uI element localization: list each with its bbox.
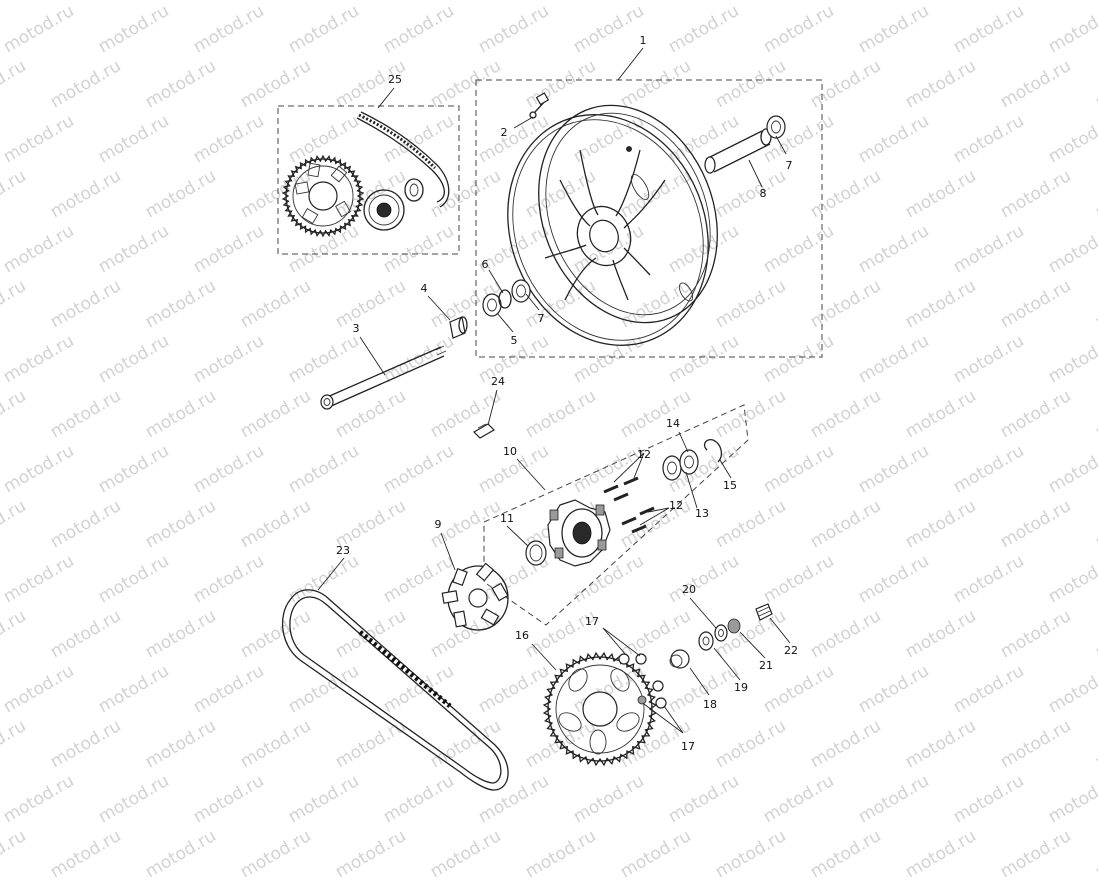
watermark-text: motod.ru <box>332 826 410 882</box>
bearing-carrier-part <box>662 438 723 481</box>
rear-wheel <box>507 104 718 346</box>
callout-1: 1 <box>639 34 647 47</box>
watermark-text: motod.ru <box>47 826 125 882</box>
watermark-text: motod.ru <box>997 826 1075 882</box>
callout-3: 3 <box>352 322 360 335</box>
callout-25: 25 <box>388 73 402 86</box>
kit-front-sprocket <box>363 189 405 231</box>
callout-8: 8 <box>759 187 767 200</box>
cush-rubbers-part <box>441 562 509 631</box>
callout-17-lower: 17 <box>681 740 695 753</box>
leader-lines <box>317 47 791 734</box>
group-box-chain-kit <box>277 105 460 255</box>
callout-6: 6 <box>481 258 489 271</box>
callout-20: 20 <box>682 583 696 596</box>
kit-chain <box>356 111 450 208</box>
callout-22: 22 <box>784 644 798 657</box>
kit-rear-sprocket <box>281 154 365 238</box>
carrier-ring-part <box>525 540 547 566</box>
watermark-text: motod.ru <box>522 826 600 882</box>
watermark-text: motod.ru <box>142 826 220 882</box>
watermark-text: motod.ru <box>902 826 980 882</box>
callout-7-left: 7 <box>537 312 545 325</box>
callout-19: 19 <box>734 681 748 694</box>
watermark-text: motod.ru <box>237 826 315 882</box>
watermark-text: motod.ru <box>0 826 30 882</box>
watermark-text: motod.ru <box>617 826 695 882</box>
bearing-right-part <box>766 115 786 139</box>
callout-15: 15 <box>723 479 737 492</box>
watermark-text: motod.ru <box>427 826 505 882</box>
callout-18: 18 <box>703 698 717 711</box>
group-box-wheel <box>475 79 823 358</box>
studs-part <box>603 476 655 534</box>
callout-14: 14 <box>666 417 680 430</box>
nut-21-part <box>727 618 741 634</box>
callout-7-right: 7 <box>785 159 793 172</box>
callout-21: 21 <box>759 659 773 672</box>
callout-17-upper: 17 <box>585 615 599 628</box>
callout-13: 13 <box>695 507 709 520</box>
sprocket-nuts-part <box>618 653 667 709</box>
watermark-text: motod.ru <box>1092 826 1098 882</box>
callout-24: 24 <box>491 375 505 388</box>
drive-chain-part <box>281 589 509 791</box>
kit-washer <box>404 178 424 202</box>
axle-part <box>320 345 447 410</box>
exploded-view-drawing <box>277 47 823 791</box>
sprocket-carrier-part <box>547 499 611 567</box>
callout-12-upper: 12 <box>637 448 651 461</box>
clip-part <box>473 423 495 439</box>
callout-12-lower: 12 <box>669 499 683 512</box>
callout-11: 11 <box>500 512 514 525</box>
rear-sprocket-part <box>542 651 658 767</box>
watermark-text: motod.ru <box>807 826 885 882</box>
axle-spacer-part <box>449 316 468 339</box>
callout-2: 2 <box>500 126 508 139</box>
callout-5: 5 <box>510 334 518 347</box>
washer-20-part <box>714 624 728 642</box>
callout-9: 9 <box>434 518 442 531</box>
callout-4: 4 <box>420 282 428 295</box>
callout-10: 10 <box>503 445 517 458</box>
bearing-left-parts <box>482 279 531 317</box>
watermark-text: motod.ru <box>712 826 790 882</box>
bush-part <box>669 649 690 669</box>
callout-23: 23 <box>336 544 350 557</box>
valve-part <box>529 92 550 119</box>
spacer-tube-part <box>704 128 772 174</box>
sprocket-teeth <box>281 154 365 238</box>
bolt-22-part <box>755 603 773 621</box>
washer-19-part <box>698 631 714 651</box>
callout-16: 16 <box>515 629 529 642</box>
